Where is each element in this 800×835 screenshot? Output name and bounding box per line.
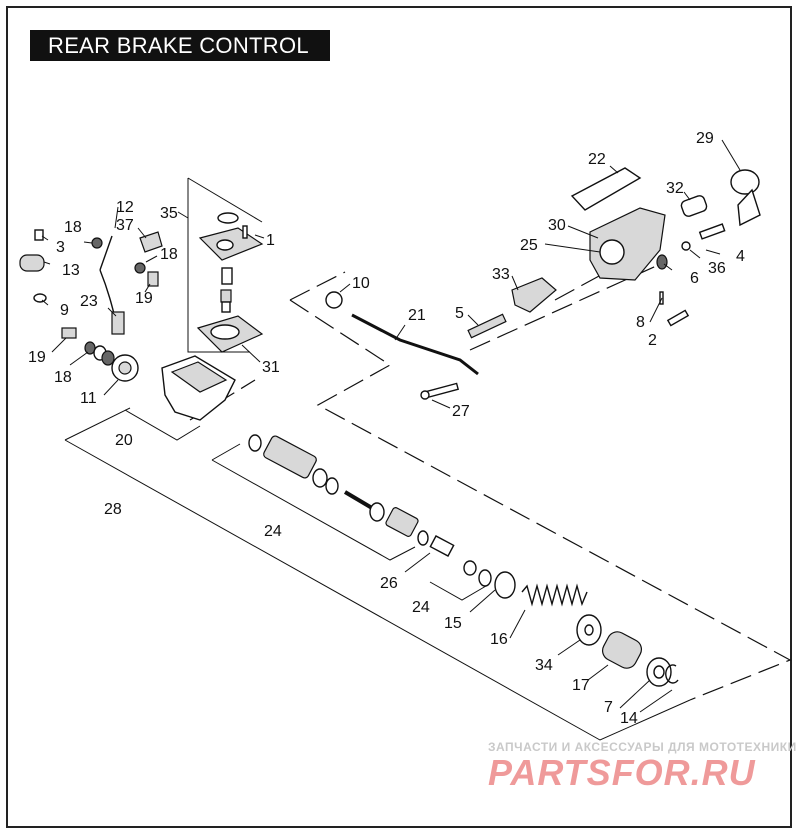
callout-36: 36 bbox=[708, 260, 726, 277]
callout-32: 32 bbox=[666, 180, 684, 197]
pushrod-26 bbox=[429, 535, 455, 557]
bolt-5 bbox=[467, 313, 507, 339]
screw-3 bbox=[34, 229, 44, 241]
callout-20: 20 bbox=[115, 432, 133, 449]
master-cylinder-body bbox=[161, 355, 236, 421]
lever-29 bbox=[730, 169, 760, 195]
diaphragm-plug bbox=[221, 267, 233, 285]
bolt-4 bbox=[698, 223, 726, 240]
callout-31: 31 bbox=[262, 359, 280, 376]
callout-5: 5 bbox=[455, 305, 464, 322]
ring-6 bbox=[656, 254, 668, 270]
callout-19b: 19 bbox=[135, 290, 153, 307]
screw-1 bbox=[242, 225, 248, 239]
page-title: REAR BRAKE CONTROL bbox=[30, 30, 330, 61]
callout-8: 8 bbox=[636, 314, 645, 331]
callout-11: 11 bbox=[80, 390, 97, 407]
o-ring-a bbox=[248, 434, 262, 452]
callout-37: 37 bbox=[116, 217, 134, 234]
callout-19a: 19 bbox=[28, 349, 46, 366]
callout-24b: 24 bbox=[412, 599, 430, 616]
clevis-33 bbox=[511, 277, 557, 313]
callout-leaders bbox=[41, 139, 741, 713]
rod-21 bbox=[351, 313, 479, 376]
callout-9: 9 bbox=[60, 302, 69, 319]
piston-internals bbox=[248, 434, 679, 687]
callout-30: 30 bbox=[548, 217, 566, 234]
watermark-brand: PARTSFOR.RU bbox=[488, 752, 756, 793]
callout-28: 28 bbox=[104, 501, 122, 518]
diagram-frame bbox=[6, 6, 792, 828]
washer-18a bbox=[91, 237, 103, 249]
spring-16 bbox=[521, 583, 588, 607]
pin-2 bbox=[666, 309, 690, 327]
bushing-25 bbox=[599, 239, 625, 265]
washer-9 bbox=[33, 293, 47, 303]
callout-24a: 24 bbox=[264, 523, 282, 540]
callout-35: 35 bbox=[160, 205, 178, 222]
ring-15 bbox=[494, 571, 516, 599]
callout-6: 6 bbox=[690, 270, 699, 287]
pedal-30 bbox=[589, 207, 666, 281]
callout-27: 27 bbox=[452, 403, 470, 420]
callout-34: 34 bbox=[535, 657, 553, 674]
bleeder-19b bbox=[147, 271, 159, 287]
callout-16: 16 bbox=[490, 631, 508, 648]
callout-26: 26 bbox=[380, 575, 398, 592]
callout-18b: 18 bbox=[160, 246, 178, 263]
group-brackets bbox=[64, 177, 691, 741]
bushing-32 bbox=[680, 195, 708, 217]
brake-rod-linkage bbox=[325, 277, 557, 400]
hose-fitting-23 bbox=[111, 311, 125, 335]
callout-25: 25 bbox=[520, 237, 538, 254]
bolt-19a bbox=[61, 327, 77, 339]
gasket-top bbox=[217, 212, 239, 224]
callout-12: 12 bbox=[116, 199, 134, 216]
callout-14: 14 bbox=[620, 710, 638, 727]
callout-7: 7 bbox=[604, 699, 613, 716]
washer-18b bbox=[134, 262, 146, 274]
callout-3: 3 bbox=[56, 239, 65, 256]
callout-23: 23 bbox=[80, 293, 98, 310]
washer-36 bbox=[681, 241, 691, 251]
callout-29: 29 bbox=[696, 130, 714, 147]
reservoir-cover-assembly bbox=[196, 212, 264, 353]
brake-pedal-assembly bbox=[570, 167, 761, 327]
callout-10: 10 bbox=[352, 275, 370, 292]
piston-24 bbox=[263, 435, 317, 479]
hose-top bbox=[99, 235, 113, 271]
callout-22: 22 bbox=[588, 151, 606, 168]
boot-17 bbox=[601, 631, 643, 669]
boot-10 bbox=[325, 291, 343, 309]
callout-15: 15 bbox=[444, 615, 462, 632]
callout-21: 21 bbox=[408, 307, 426, 324]
pedal-pad-22 bbox=[570, 167, 642, 211]
callout-17: 17 bbox=[572, 677, 590, 694]
callout-33: 33 bbox=[492, 266, 510, 283]
callout-13: 13 bbox=[62, 262, 80, 279]
callout-18c: 18 bbox=[54, 369, 72, 386]
watermark-tagline: ЗАПЧАСТИ И АКСЕССУАРЫ ДЛЯ МОТОТЕХНИКИ bbox=[488, 740, 797, 754]
retaining-ring-14 bbox=[665, 664, 679, 684]
callout-18a: 18 bbox=[64, 219, 82, 236]
clamp-13 bbox=[19, 254, 45, 272]
callout-4: 4 bbox=[736, 248, 745, 265]
callout-1: 1 bbox=[266, 232, 275, 249]
piston-b bbox=[385, 507, 419, 537]
callout-labels: 1 2 3 4 5 6 7 8 9 10 11 12 13 14 15 16 1… bbox=[28, 130, 745, 727]
callout-2: 2 bbox=[648, 332, 657, 349]
